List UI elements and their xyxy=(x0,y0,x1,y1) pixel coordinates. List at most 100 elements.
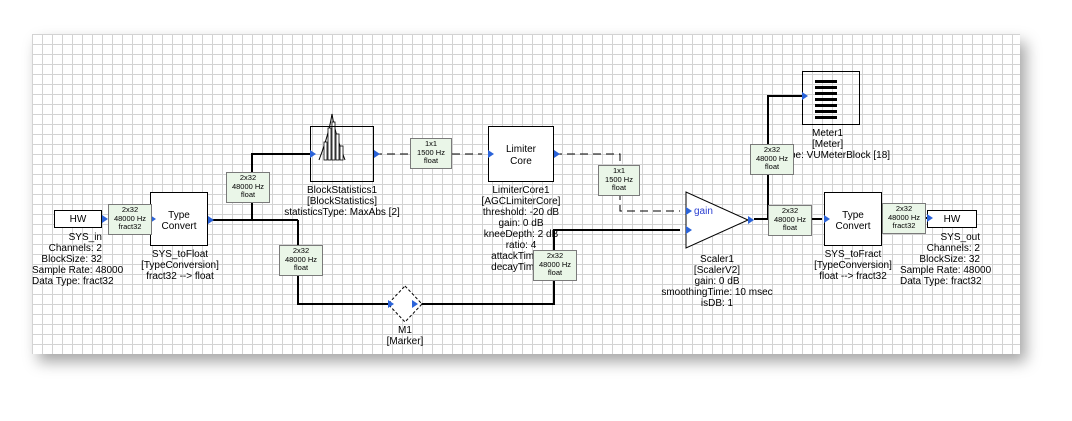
block-stats-block[interactable] xyxy=(310,126,374,182)
wire-tag-conv-to-marker-line1: 2x32 xyxy=(292,246,310,255)
hw-out-input-pin[interactable] xyxy=(927,214,933,222)
hw-out-block[interactable]: HW xyxy=(927,210,977,228)
wire-tag-conv-to-stats-line1: 2x32 xyxy=(239,173,257,182)
wire-tag-conv-to-stats-line3: float xyxy=(240,190,256,199)
marker-diamond xyxy=(387,285,423,323)
marker-input-pin[interactable] xyxy=(388,300,394,308)
hw-out-samplerate: Sample Rate: 48000 xyxy=(900,265,992,276)
wire-tag-conv-to-marker[interactable]: 2x32 48000 Hz float xyxy=(279,245,323,276)
wire-tag-limiter-to-scaler[interactable]: 1x1 1500 Hz float xyxy=(598,165,640,196)
hw-in-channels: Channels: 2 xyxy=(48,243,102,254)
to-fract-conversion: float --> fract32 xyxy=(819,271,887,282)
meter-type: [Meter] xyxy=(812,139,844,150)
block-stats-type: [BlockStatistics] xyxy=(306,196,378,207)
wire-tag-marker-to-scaler-line3: float xyxy=(547,268,563,277)
vu-meter-icon xyxy=(815,80,837,119)
wire-tag-conv-to-stats-line2: 48000 Hz xyxy=(231,181,265,191)
wire-tag-conv-to-out-line2: 48000 Hz xyxy=(887,212,921,222)
scaler-isdb: isDB: 1 xyxy=(700,298,734,309)
wire-tag-conv-to-marker-line3: float xyxy=(293,263,309,272)
limiter-core-input-pin[interactable] xyxy=(488,150,494,158)
wire-tag-scaler-to-conv-line2: 48000 Hz xyxy=(773,214,807,224)
hw-out-blocksize: BlockSize: 32 xyxy=(919,254,980,265)
hw-out-datatype: Data Type: fract32 xyxy=(900,276,982,287)
wire-tag-scaler-to-meter-line3: float xyxy=(764,162,780,171)
wire-tag-conv-to-out[interactable]: 2x32 48000 Hz fract32 xyxy=(882,203,926,234)
to-fract-block[interactable]: Type Convert xyxy=(824,192,882,246)
scaler-gain-pin[interactable] xyxy=(686,207,692,215)
wire-tag-in-to-conv[interactable]: 2x32 48000 Hz fract32 xyxy=(108,204,152,235)
wire-tag-conv-to-stats[interactable]: 2x32 48000 Hz float xyxy=(226,172,270,203)
wire-tag-stats-to-limiter-line1: 1x1 xyxy=(424,139,438,148)
scaler-input-pin[interactable] xyxy=(686,226,692,234)
to-float-text1: Type xyxy=(168,210,190,221)
wire-tag-scaler-to-conv-line1: 2x32 xyxy=(781,206,799,215)
meter-input-pin[interactable] xyxy=(802,92,808,100)
to-float-text2: Convert xyxy=(161,221,197,232)
limiter-core-type: [AGCLimiterCore] xyxy=(481,196,561,207)
limiter-core-block[interactable]: Limiter Core xyxy=(488,126,554,182)
meter-name: Meter1 xyxy=(812,128,844,139)
limiter-core-threshold: threshold: -20 dB xyxy=(482,207,560,218)
marker-output-pin[interactable] xyxy=(412,300,418,308)
to-fract-text2: Convert xyxy=(835,221,871,232)
scaler-output-pin[interactable] xyxy=(748,216,754,224)
hw-out-name: SYS_out xyxy=(940,232,980,243)
limiter-core-gain: gain: 0 dB xyxy=(498,218,544,229)
marker-type: [Marker] xyxy=(386,336,424,347)
hw-out-channels: Channels: 2 xyxy=(926,243,980,254)
wire-tag-in-to-conv-line2: 48000 Hz xyxy=(113,213,147,223)
hw-in-block[interactable]: HW xyxy=(54,210,102,228)
block-stats-param: statisticsType: MaxAbs [2] xyxy=(284,207,400,218)
wire-tag-scaler-to-meter-line2: 48000 Hz xyxy=(755,153,789,163)
hw-in-datatype: Data Type: fract32 xyxy=(32,276,114,287)
to-float-input-pin[interactable] xyxy=(150,215,156,223)
hw-in-blocksize: BlockSize: 32 xyxy=(41,254,102,265)
wire-tag-limiter-to-scaler-line2: 1500 Hz xyxy=(605,174,633,184)
scaler-triangle xyxy=(685,191,750,249)
to-fract-name: SYS_toFract xyxy=(824,249,882,260)
wire-split-to-meter xyxy=(767,95,802,219)
wire-tag-scaler-to-meter-line1: 2x32 xyxy=(763,145,781,154)
limiter-core-attack: attackTime: 2 xyxy=(491,251,551,262)
to-float-type: [TypeConversion] xyxy=(141,260,219,271)
to-fract-text1: Type xyxy=(842,210,864,221)
block-stats-input-pin[interactable] xyxy=(310,150,316,158)
hw-in-samplerate: Sample Rate: 48000 xyxy=(32,265,124,276)
wire-tag-stats-to-limiter[interactable]: 1x1 1500 Hz float xyxy=(410,138,452,169)
to-fract-input-pin[interactable] xyxy=(824,215,830,223)
limiter-core-decay: decayTime: 1 xyxy=(491,262,551,273)
wire-tag-scaler-to-conv[interactable]: 2x32 48000 Hz float xyxy=(768,205,812,236)
to-float-block[interactable]: Type Convert xyxy=(150,192,208,246)
scaler-name: Scaler1 xyxy=(700,254,734,265)
wire-tag-scaler-to-meter[interactable]: 2x32 48000 Hz float xyxy=(750,144,794,175)
limiter-core-text2: Core xyxy=(510,156,532,167)
hw-in-label: HW xyxy=(69,214,87,225)
wire-tag-stats-to-limiter-line2: 1500 Hz xyxy=(417,147,445,157)
limiter-core-knee: kneeDepth: 2 dB xyxy=(483,229,559,240)
limiter-core-info: LimiterCore1 [AGCLimiterCore] threshold:… xyxy=(462,185,580,273)
wire-tag-limiter-to-scaler-line3: float xyxy=(611,183,627,192)
wire-tag-in-to-conv-line3: fract32 xyxy=(118,222,142,231)
meter-param: ype: VUMeterBlock [18] xyxy=(785,150,891,161)
wire-tag-conv-to-marker-line2: 48000 Hz xyxy=(284,254,318,264)
wire-tag-conv-to-out-line3: fract32 xyxy=(892,221,916,230)
to-float-name: SYS_toFloat xyxy=(151,249,209,260)
limiter-core-ratio: ratio: 4 xyxy=(505,240,537,251)
diagram-canvas[interactable]: HW SYS_in Channels: 2 BlockSize: 32 Samp… xyxy=(32,34,1020,354)
to-float-output-pin[interactable] xyxy=(208,216,214,224)
hw-in-info: SYS_in Channels: 2 BlockSize: 32 Sample … xyxy=(32,232,124,287)
wire-tag-scaler-to-conv-line3: float xyxy=(782,223,798,232)
wire-tag-marker-to-scaler-line2: 48000 Hz xyxy=(538,259,572,269)
wire-tag-limiter-to-scaler-line1: 1x1 xyxy=(612,166,626,175)
limiter-core-output-pin[interactable] xyxy=(554,150,560,158)
hw-in-name: SYS_in xyxy=(68,232,102,243)
hw-in-output-pin[interactable] xyxy=(102,215,108,223)
scaler-gain: gain: 0 dB xyxy=(694,276,740,287)
to-fract-type: [TypeConversion] xyxy=(814,260,892,271)
meter-block[interactable] xyxy=(802,71,860,125)
to-float-conversion: fract32 --> float xyxy=(146,271,214,282)
block-stats-output-pin[interactable] xyxy=(374,150,380,158)
wire-tag-marker-to-scaler[interactable]: 2x32 48000 Hz float xyxy=(533,250,577,281)
limiter-core-text1: Limiter xyxy=(505,144,536,155)
